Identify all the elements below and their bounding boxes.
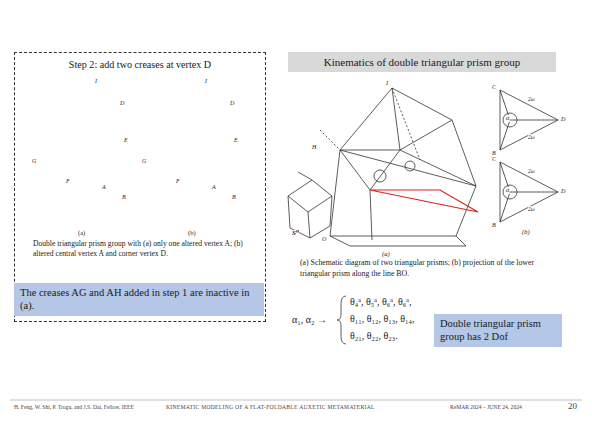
note-box: The creases AG and AH added in step 1 ar… [14,283,264,316]
figure-letter: H [312,144,316,151]
figure-letter: I [386,80,388,87]
footer-text: 20 [568,402,577,412]
title-box: Kinematics of double triangular prism gr… [288,52,556,72]
figure-letter: C [492,84,496,91]
figure-letter: 2ω [528,134,535,140]
figure-letter: 2ω [528,96,535,102]
figure-letter: α₁ [506,115,511,122]
figure-letter: A [212,184,216,191]
dashed-panel: Step 2: add two creases at vertex D Doubl… [14,52,266,322]
figure-letter: D [561,188,565,195]
figure-letter: O [322,236,326,243]
label-text: S⁰ [292,230,299,238]
footer-text: H. Feng, W. Shi, P. Trogu, and J.S. Dai,… [14,404,134,410]
figure-letter: G [32,158,36,165]
box-text: The creases AG and AH added in step 1 ar… [20,287,258,312]
figure-letter: (a) [382,250,390,257]
figure-letter: A [102,184,106,191]
label-text: θ₂₁, θ₂₂, θ₂₃. [350,330,398,341]
box-text: Double triangular prism group has 2 Dof [440,318,556,343]
figure-letter: G [142,158,146,165]
figure-letter: 2ω [528,168,535,174]
figure-letter: B [122,194,126,201]
figure-letter: (b) [522,228,530,235]
figure-letter: I [205,78,207,85]
figure-letter: (a) [78,229,85,236]
figure-letter: 2ω [528,206,535,212]
footer-text: ReMAR 2024 – JUNE 24, 2024 [450,404,522,410]
figure-letter: (b) [188,229,196,236]
figure-letter: I [95,78,97,85]
figure-letter: D [120,100,124,107]
figure-letter: B [232,194,236,201]
figure-letter: D [230,100,234,107]
caption-text: Double triangular prism group with (a) o… [33,239,253,260]
box-text: Kinematics of double triangular prism gr… [294,56,550,68]
figure-letter: E [124,137,128,144]
figure-letter: B [492,222,496,229]
label-text: α₁, α₂ → [292,314,327,325]
figure-letter: α₂ [506,187,511,194]
note-box: Double triangular prism group has 2 Dof [434,314,562,347]
figure-letter: C [492,156,496,163]
box-text: Step 2: add two creases at vertex D [15,59,265,70]
footer-text: KINEMATIC MODELING OF A FLAT-FOLDABLE AU… [166,404,375,410]
label-text: (a) Schematic diagram of two triangular … [300,258,558,279]
label-text: θ₁₁, θ₁₂, θ₁₃, θ₁₄, [350,313,415,324]
figure-letter: E [234,137,238,144]
figure-letter: D [561,116,565,123]
figure-letter: F [176,178,180,185]
label-text: θ₄ᵃ, θ₅ᵃ, θ₆ᵃ, θ₆ᵃ, [350,296,412,307]
figure-letter: F [66,178,70,185]
